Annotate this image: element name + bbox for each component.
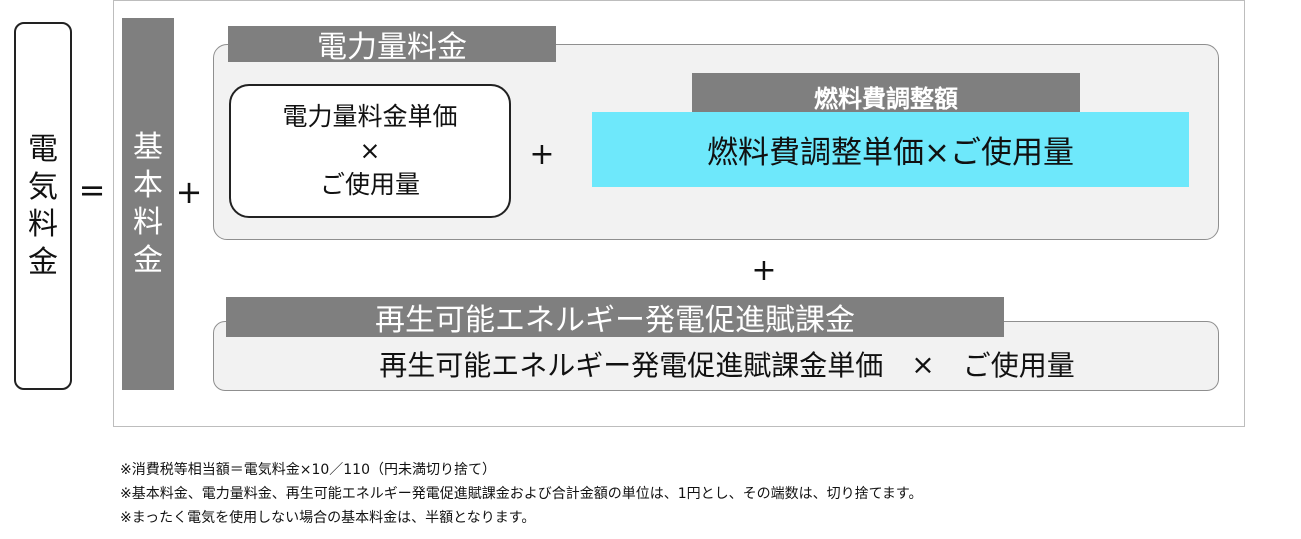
energy-unit-price-label: 電力量料金単価 — [282, 102, 458, 132]
plus-sign-renewable: + — [751, 252, 777, 288]
basic-charge-char: 金 — [133, 242, 163, 278]
basic-charge-char: 料 — [133, 205, 163, 240]
usage-label: ご使用量 — [319, 169, 420, 199]
equals-sign: = — [78, 171, 106, 209]
electricity-charge-char: 料 — [28, 207, 58, 242]
formula-frame — [113, 0, 1245, 427]
renewable-surcharge-formula: 再生可能エネルギー発電促進賦課金単価 × ご使用量 — [214, 340, 1218, 388]
plus-sign-fuel: + — [529, 136, 555, 172]
plus-sign-basic: + — [175, 173, 203, 211]
note-consumption-tax: ※消費税等相当額＝電気料金×10／110（円未満切り捨て） — [120, 462, 496, 478]
renewable-surcharge-title: 再生可能エネルギー発電促進賦課金 — [226, 297, 1004, 338]
fuel-adjustment-formula: 燃料費調整単価×ご使用量 — [592, 112, 1189, 187]
fuel-adjustment-title: 燃料費調整額 — [692, 73, 1080, 119]
multiply-sign: × — [359, 136, 381, 166]
electricity-charge-box: 電 気 料 金 — [14, 22, 72, 390]
note-rounding: ※基本料金、電力量料金、再生可能エネルギー発電促進賦課金および合計金額の単位は、… — [120, 486, 923, 502]
electricity-charge-char: 電 — [28, 132, 58, 167]
energy-unit-price-box: 電力量料金単価 × ご使用量 — [229, 84, 511, 218]
electricity-charge-char: 金 — [28, 244, 58, 280]
basic-charge-bar: 基 本 料 金 — [122, 18, 174, 390]
basic-charge-char: 基 — [133, 130, 163, 165]
multiply-sign: × — [911, 347, 935, 381]
electricity-charge-char: 気 — [28, 169, 58, 205]
renewable-unit-price-label: 再生可能エネルギー発電促進賦課金単価 — [379, 349, 884, 382]
note-half-basic: ※まったく電気を使用しない場合の基本料金は、半額となります。 — [120, 510, 536, 526]
basic-charge-char: 本 — [133, 167, 163, 203]
energy-charge-title: 電力量料金 — [228, 26, 556, 65]
usage-label: ご使用量 — [962, 349, 1075, 382]
